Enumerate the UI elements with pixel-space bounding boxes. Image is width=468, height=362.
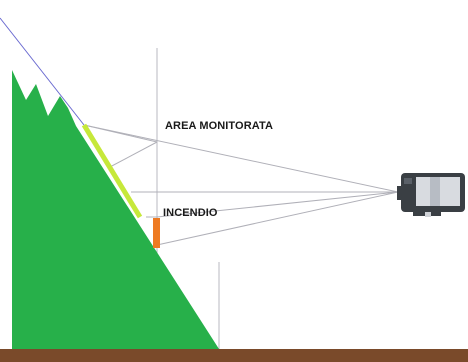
security-camera-icon	[397, 173, 465, 217]
fire-label: INCENDIO	[163, 207, 218, 219]
ground	[0, 349, 468, 362]
slope-line	[0, 17, 85, 126]
monitored-area-label: AREA MONITORATA	[165, 120, 274, 132]
monitored-area	[81, 123, 143, 219]
mountain	[12, 70, 219, 349]
camera-sight-lines	[83, 124, 399, 246]
fire-marker	[153, 218, 160, 248]
